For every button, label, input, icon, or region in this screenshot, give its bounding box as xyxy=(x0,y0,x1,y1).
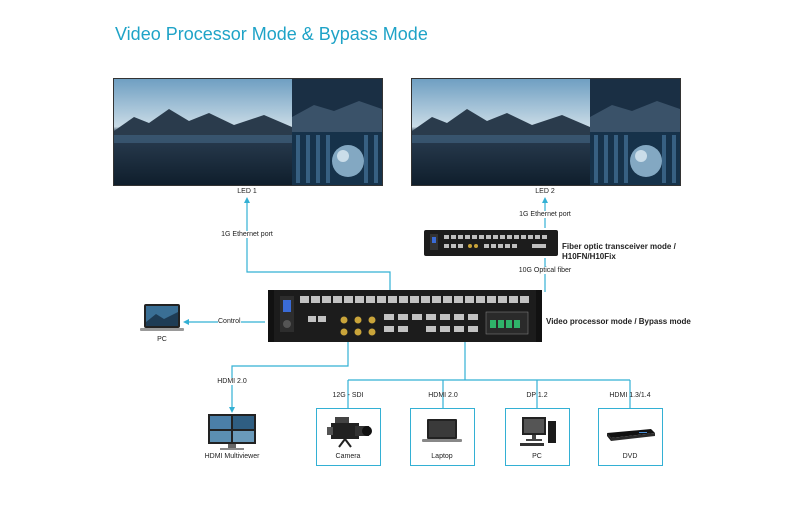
eth-label-1: 1G Ethernet port xyxy=(221,231,273,238)
dvd-player-icon xyxy=(607,429,655,441)
source-box-pc: PC xyxy=(505,408,570,466)
fiber-device-panel xyxy=(430,234,547,250)
arrow-control xyxy=(183,319,189,325)
laptop-icon xyxy=(140,304,184,331)
hdmi20-left-label: HDMI 2.0 xyxy=(217,378,247,385)
pc-label: PC xyxy=(157,336,167,343)
led-1-label: LED 1 xyxy=(237,188,257,195)
line-led1-to-processor xyxy=(246,200,391,290)
processor-panel xyxy=(268,290,542,342)
source-name-camera: Camera xyxy=(335,453,361,460)
source-box-laptop: Laptop xyxy=(410,408,475,466)
led-screen-1 xyxy=(113,78,383,186)
led-screen-2 xyxy=(411,78,681,186)
fiber-transceiver-device xyxy=(424,230,558,256)
source-box-camera: Camera xyxy=(316,408,381,466)
optical-label: 10G Optical fiber xyxy=(518,267,572,274)
source-box-dvd: DVD xyxy=(598,408,663,466)
multiviewer-label: HDMI Multiviewer xyxy=(204,453,260,460)
control-label: Control xyxy=(218,318,241,325)
source-name-laptop: Laptop xyxy=(431,453,453,460)
main-mode-label: Video processor mode / Bypass mode xyxy=(546,317,691,326)
led-screen-1-image xyxy=(114,79,382,185)
source-interface-camera: 12G - SDI xyxy=(332,392,364,399)
eth-label-2: 1G Ethernet port xyxy=(519,211,571,218)
source-interface-laptop: HDMI 2.0 xyxy=(428,392,458,399)
desktop-pc-icon xyxy=(520,417,556,446)
led-screen-2-image xyxy=(412,79,680,185)
arrow-multiviewer xyxy=(229,407,235,413)
source-interface-dvd: HDMI 1.3/1.4 xyxy=(609,392,651,399)
control-pc xyxy=(138,302,186,334)
fiber-mode-label: Fiber optic transceiver mode / xyxy=(562,242,676,251)
arrow-led2 xyxy=(542,197,548,203)
video-processor-device xyxy=(268,290,542,342)
arrow-led1 xyxy=(244,197,250,203)
page-title: Video Processor Mode & Bypass Mode xyxy=(115,24,428,44)
line-multiviewer xyxy=(231,340,349,410)
hdmi-multiviewer xyxy=(206,412,258,452)
monitor-icon xyxy=(208,414,256,450)
fiber-mode-label-2: H10FN/H10Fix xyxy=(562,252,616,261)
source-interface-pc: DP 1.2 xyxy=(526,392,548,399)
source-name-dvd: DVD xyxy=(622,453,638,460)
source-name-pc: PC xyxy=(532,453,542,460)
camera-icon xyxy=(327,417,372,448)
led-2-label: LED 2 xyxy=(535,188,555,195)
laptop-icon xyxy=(422,419,462,442)
